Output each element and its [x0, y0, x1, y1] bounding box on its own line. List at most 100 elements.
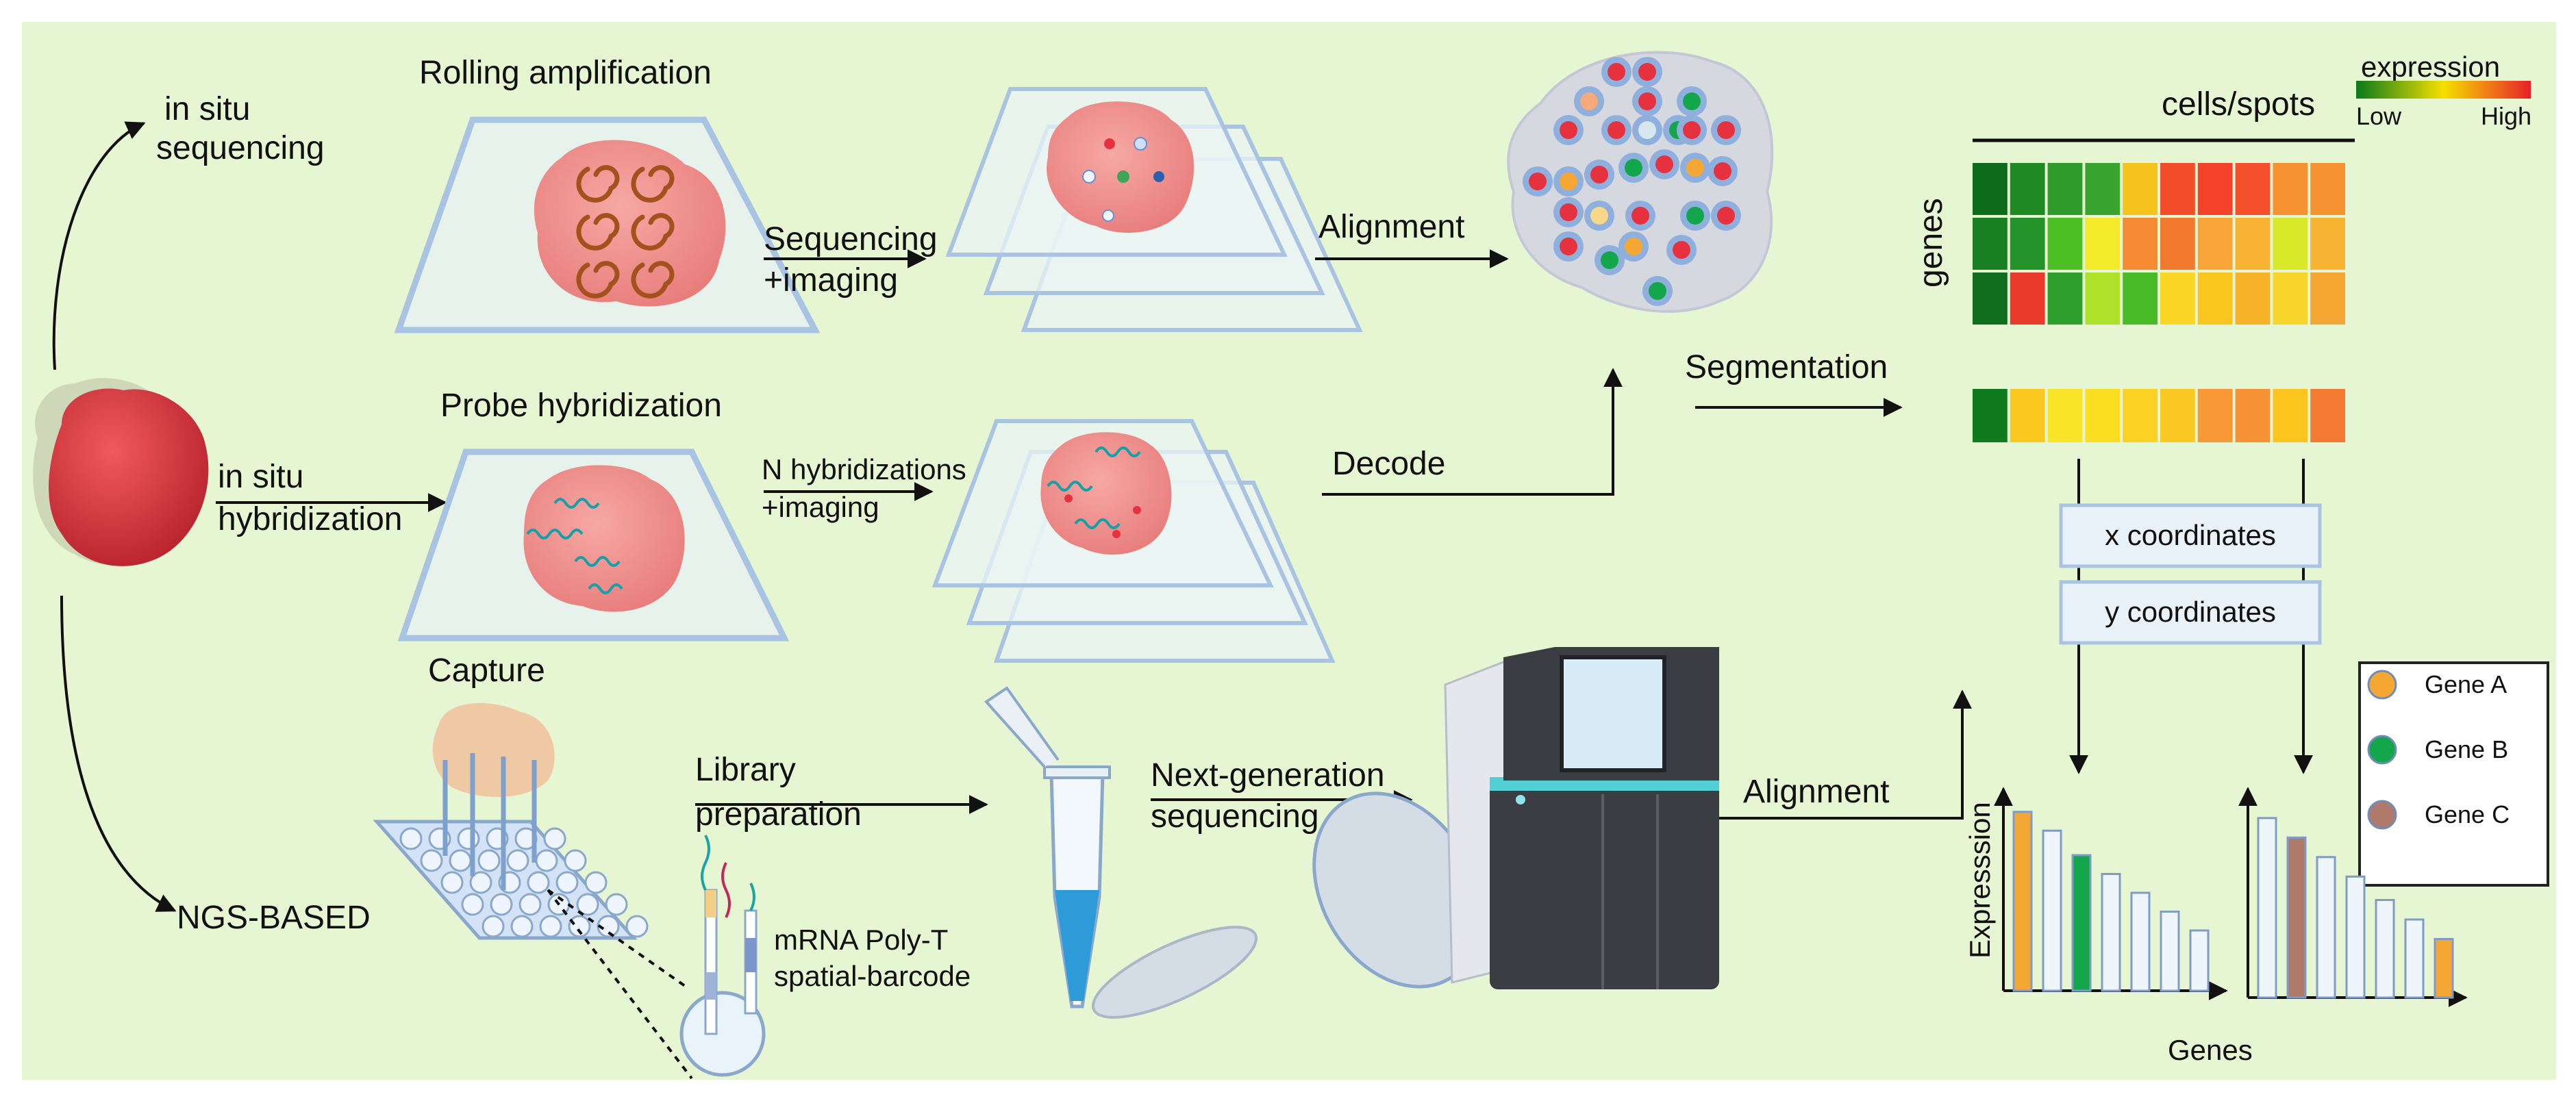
capture-well: [518, 893, 542, 916]
label-in-situ-sequencing-1: in situ: [164, 91, 250, 127]
expression-legend-title: expression: [2361, 51, 2500, 83]
spot-row-cell: [2273, 389, 2308, 442]
label-expression-axis: Expresssion: [1964, 802, 1996, 959]
label-sequencing: Sequencing: [764, 221, 938, 257]
label-decode: Decode: [1332, 446, 1445, 482]
gene-legend-swatch: [2367, 670, 2397, 700]
capture-array: [373, 702, 693, 1080]
capture-well: [490, 893, 513, 916]
bar: [2345, 875, 2366, 999]
heatmap-cell: [2123, 218, 2158, 270]
heatmap-cell: [2047, 163, 2083, 215]
heatmap-cell: [2235, 272, 2271, 325]
heatmap-cell: [2310, 272, 2345, 325]
cell-dot: [1560, 173, 1577, 190]
cell-dot: [1683, 92, 1701, 110]
capture-well: [482, 915, 505, 938]
cell-dot: [1638, 92, 1656, 110]
cell-dot: [1638, 121, 1656, 139]
capture-well: [584, 871, 608, 894]
cell-dot: [1673, 241, 1690, 259]
expression-legend-high: High: [2481, 102, 2531, 130]
cell-dot: [1655, 155, 1673, 173]
heatmap-cell: [2123, 272, 2158, 325]
spot-row-cell: [2160, 389, 2195, 442]
cell-dot: [1683, 121, 1701, 139]
gene-legend-box: [2358, 661, 2549, 887]
capture-well: [469, 871, 492, 894]
capture-well: [543, 827, 566, 850]
bar: [2316, 856, 2336, 999]
label-cells-spots: cells/spots: [2162, 86, 2315, 123]
capture-well: [449, 849, 472, 872]
spot-row-cell: [2010, 389, 2045, 442]
gene-legend-label: Gene C: [2425, 800, 2510, 828]
label-imaging-1: +imaging: [764, 262, 898, 299]
capture-well: [461, 893, 484, 916]
bar: [2434, 938, 2454, 999]
label-in-situ-hybridization-1: in situ: [218, 459, 303, 495]
x-coordinates-label: x coordinates: [2105, 519, 2276, 551]
cell-dot: [1638, 63, 1656, 81]
heatmap-cell: [2273, 218, 2308, 270]
capture-well: [440, 871, 464, 894]
expression-heatmap: [1973, 163, 2345, 325]
bar: [2404, 918, 2425, 999]
label-preparation: preparation: [695, 796, 862, 833]
heatmap-cell: [2160, 163, 2195, 215]
heatmap-cell: [2160, 218, 2195, 270]
bar: [2286, 836, 2307, 999]
capture-well: [568, 915, 591, 938]
heatmap-cell: [2310, 218, 2345, 270]
y-coordinates-box: [2059, 580, 2322, 645]
expression-legend: expression Low High: [2356, 51, 2531, 130]
capture-well: [535, 849, 558, 872]
label-imaging-2: +imaging: [762, 491, 879, 523]
cell-dot: [1608, 63, 1625, 81]
label-library: Library: [695, 752, 796, 788]
tissue-sequencing: [1047, 101, 1195, 233]
heatmap-cell: [2197, 163, 2233, 215]
gene-legend: Gene A Gene B Gene C: [2367, 670, 2510, 830]
cell-dot: [1560, 203, 1577, 221]
capture-well: [399, 827, 423, 850]
y-coordinates-label: y coordinates: [2105, 596, 2276, 628]
spot-row-cell: [2310, 389, 2345, 442]
cell-dot: [1601, 251, 1618, 269]
cell-dot: [1717, 121, 1735, 139]
label-genes-axis: genes: [1913, 198, 1949, 288]
spot-expression-row: [1973, 389, 2345, 442]
label-alignment-top: Alignment: [1318, 209, 1464, 245]
heatmap-cell: [2310, 163, 2345, 215]
gene-legend-label: Gene A: [2425, 670, 2507, 698]
cell-dot: [1580, 92, 1598, 110]
spot-row-cell: [2235, 389, 2271, 442]
cell-dot: [1560, 238, 1577, 255]
cell-dot: [1686, 207, 1704, 225]
tube-icon: [984, 686, 1258, 1019]
bar-chart-1: [1994, 787, 2228, 1000]
label-sequencing-ngs: sequencing: [1151, 798, 1319, 835]
heatmap-cell: [2085, 163, 2121, 215]
arrow-decode: [1322, 368, 1623, 496]
heatmap-cell: [2047, 218, 2083, 270]
gene-legend-label: Gene B: [2425, 735, 2508, 763]
heatmap-cell: [2010, 218, 2045, 270]
label-mrna-poly-t: mRNA Poly-T: [774, 924, 948, 956]
cell-dot: [1608, 121, 1625, 139]
branch-arrow-ngs: [60, 595, 177, 912]
cell-dot: [1714, 162, 1731, 180]
capture-well: [539, 915, 562, 938]
bar: [2160, 911, 2180, 992]
gene-legend-swatch: [2367, 800, 2397, 830]
cell-dot: [1529, 173, 1547, 190]
heatmap-cell: [2047, 272, 2083, 325]
label-segmentation: Segmentation: [1685, 349, 1888, 385]
cell-dot: [1625, 159, 1642, 177]
spot-row-cell: [2123, 389, 2158, 442]
label-in-situ-sequencing-2: sequencing: [156, 130, 325, 166]
heatmap-cell: [2010, 163, 2045, 215]
x-coordinates-box: [2059, 503, 2322, 568]
